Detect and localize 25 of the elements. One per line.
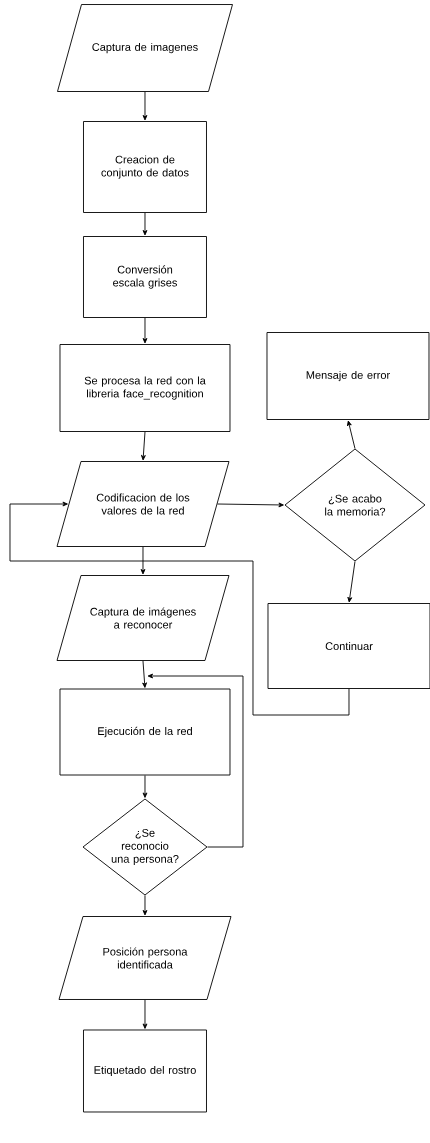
process-box: Creacion de conjunto de datos: [83, 121, 207, 213]
process-box: Conversión escala grises: [83, 236, 207, 318]
arrow: [142, 91, 148, 121]
arrow: [142, 775, 148, 798]
arrow: [9, 501, 350, 716]
arrow: [347, 561, 356, 603]
data-parallelogram: Posición persona identificada: [58, 916, 232, 1000]
arrow: [142, 660, 147, 688]
data-parallelogram: Codificacion de los valores de la red: [56, 461, 230, 547]
arrow: [347, 420, 356, 449]
process-box: Continuar: [267, 603, 430, 689]
arrow: [217, 502, 284, 508]
process-box: Mensaje de error: [266, 332, 430, 420]
arrow: [142, 212, 148, 236]
data-parallelogram: Captura de imágenes a reconocer: [56, 575, 230, 661]
process-box: Ejecución de la red: [59, 688, 231, 776]
arrow: [142, 317, 148, 344]
arrow: [140, 546, 146, 575]
arrow: [142, 895, 148, 916]
arrow: [142, 999, 148, 1029]
arrow: [141, 431, 146, 461]
arrow: [147, 673, 244, 848]
process-box: Se procesa la red con la libreria face_recognition: [59, 344, 231, 432]
data-parallelogram: Captura de imagenes: [57, 4, 233, 92]
process-box: Etiquetado del rostro: [83, 1029, 207, 1113]
